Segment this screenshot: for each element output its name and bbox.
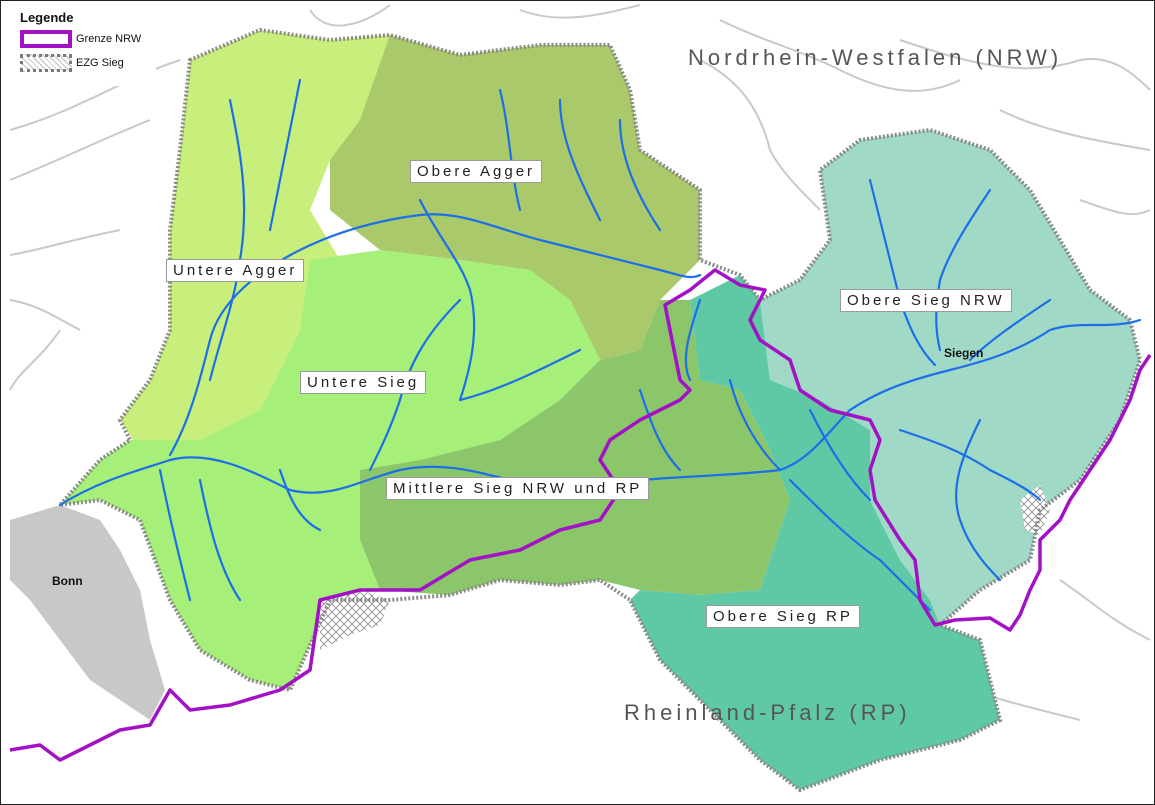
label-obere-agger: Obere Agger xyxy=(410,160,543,183)
region-label-rp: Rheinland-Pfalz (RP) xyxy=(624,700,911,725)
city-label-bonn: Bonn xyxy=(52,574,83,588)
legend-item-grenze-nrw: Grenze NRW xyxy=(20,30,141,48)
bonn-urban-area xyxy=(10,505,165,720)
label-untere-agger: Untere Agger xyxy=(166,259,305,282)
region-label-nrw: Nordrhein-Westfalen (NRW) xyxy=(688,45,1063,70)
river-agger xyxy=(168,213,702,457)
subbasin-mittlere-sieg xyxy=(360,300,790,595)
ezg-sieg-hatch-south xyxy=(320,590,390,650)
subbasin-untere-sieg xyxy=(60,250,600,690)
legend-item-ezg-sieg: EZG Sieg xyxy=(20,54,124,72)
city-label-siegen: Siegen xyxy=(944,346,984,360)
ezg-sieg-border xyxy=(54,27,1143,793)
background-rivers xyxy=(9,4,1151,721)
legend-swatch-ezg-sieg xyxy=(20,54,72,72)
label-obere-sieg-nrw: Obere Sieg NRW xyxy=(840,289,1012,312)
legend: Legende Grenze NRW EZG Sieg xyxy=(6,6,156,86)
legend-title: Legende xyxy=(20,10,74,25)
label-obere-sieg-rp: Obere Sieg RP xyxy=(706,605,860,628)
subbasin-obere-agger xyxy=(330,35,700,360)
subbasin-obere-sieg-rp xyxy=(630,275,1000,790)
ezg-sieg-hatch-east xyxy=(1020,485,1050,535)
legend-swatch-nrw-border xyxy=(20,30,72,48)
legend-label-ezg-sieg: EZG Sieg xyxy=(76,57,124,69)
nrw-border xyxy=(9,268,1152,762)
subbasins xyxy=(60,30,1140,790)
subbasin-untere-agger xyxy=(120,30,460,450)
label-mittlere-sieg: Mittlere Sieg NRW und RP xyxy=(386,477,650,500)
legend-label-grenze-nrw: Grenze NRW xyxy=(76,33,142,45)
label-untere-sieg: Untere Sieg xyxy=(300,371,427,394)
